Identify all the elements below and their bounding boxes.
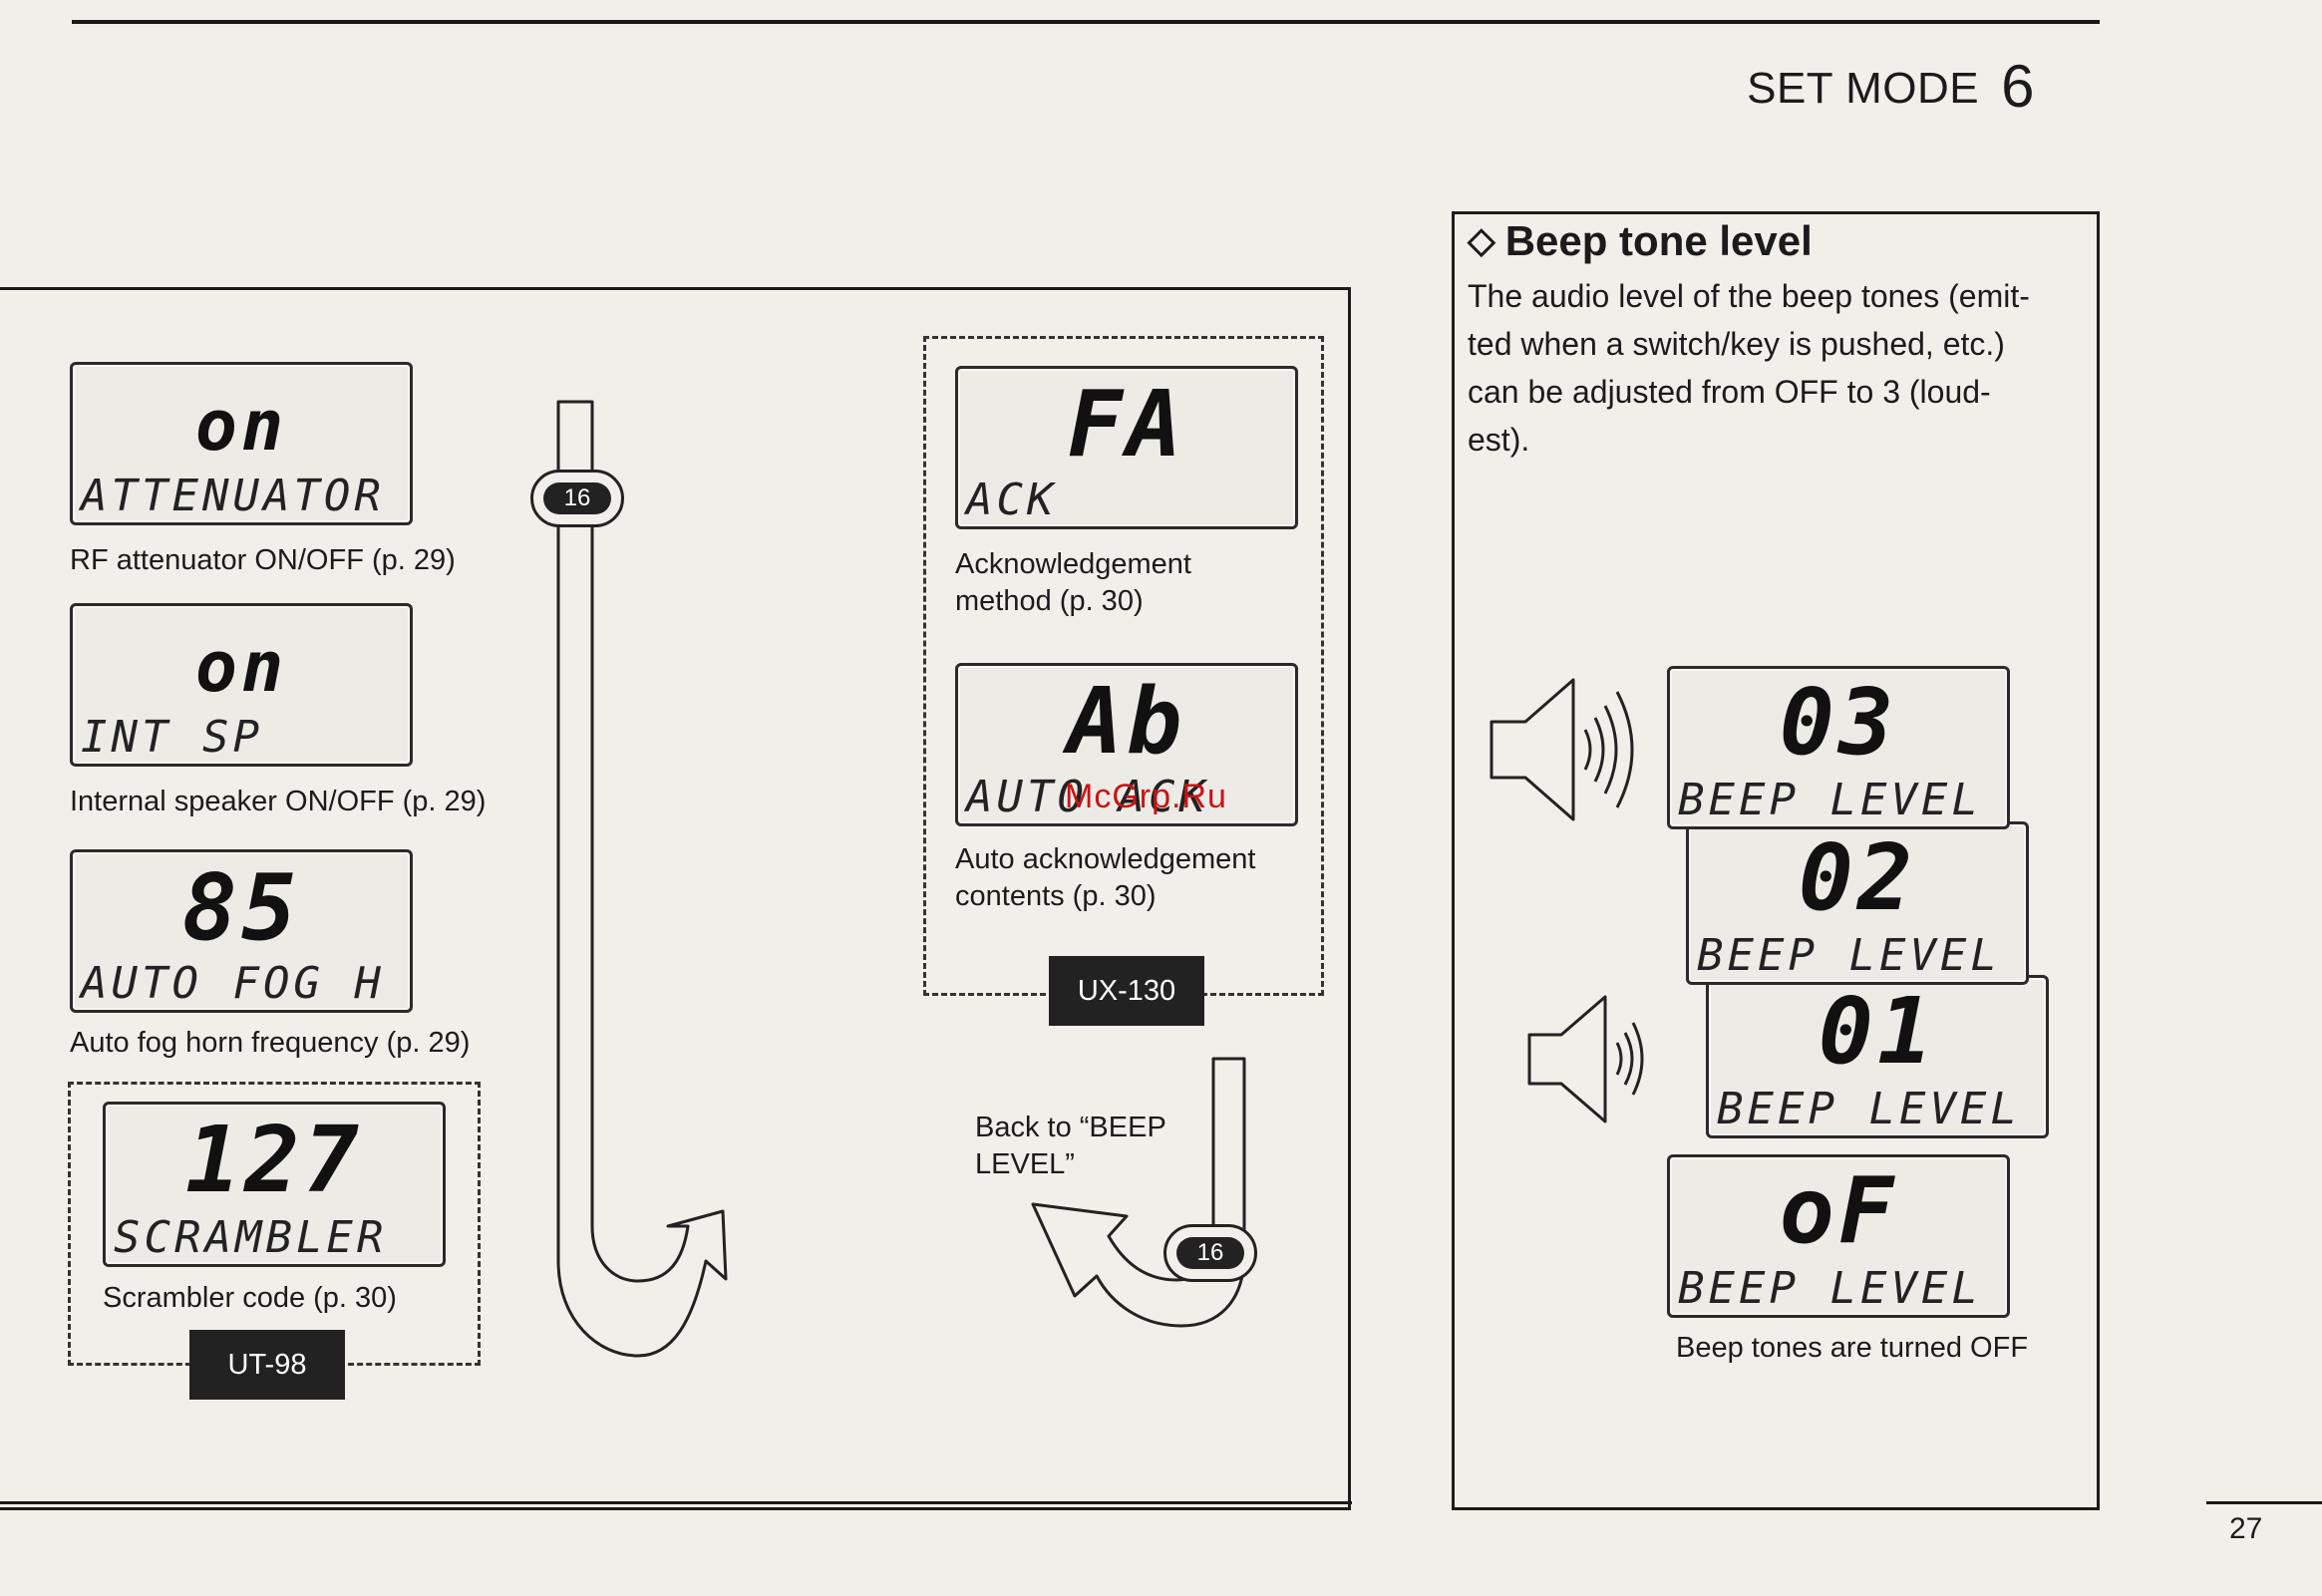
lcd-main-value: 02 <box>1798 824 1917 931</box>
lcd-main-value: oF <box>1779 1157 1898 1264</box>
beep-tone-heading: ◇Beep tone level <box>1468 217 1813 265</box>
caption-auto-ack-line2: contents (p. 30) <box>955 880 1157 912</box>
lcd-sub-label: AUTO ACK <box>966 772 1209 822</box>
lcd-main-value: 127 <box>184 1107 364 1213</box>
bottom-rule <box>0 1501 1352 1504</box>
lcd-beep-level-03: 03 BEEP LEVEL <box>1667 666 2010 829</box>
page-header: SET MODE 6 <box>1747 52 2035 121</box>
back-note-line2: LEVEL” <box>975 1148 1075 1180</box>
lcd-display-attenuator: on ATTENUATOR <box>70 362 413 525</box>
lcd-sub-label: INT SP <box>81 712 263 763</box>
beep-desc-line1: The audio level of the beep tones (emit- <box>1468 278 2030 314</box>
lcd-display-int-sp: on INT SP <box>70 603 413 767</box>
beep-desc-line4: est). <box>1468 422 1530 458</box>
lcd-main-value: 85 <box>181 854 301 961</box>
caption-auto-ack-line1: Auto acknowledgement <box>955 843 1256 875</box>
flow-arrow-left <box>556 400 728 1358</box>
speaker-loud-icon <box>1490 678 1634 821</box>
lcd-main-value: 01 <box>1818 978 1937 1085</box>
bottom-right-rule <box>2206 1501 2322 1504</box>
lcd-sub-label: AUTO FOG H <box>81 958 385 1009</box>
chapter-number: 6 <box>2001 53 2035 120</box>
beep-tone-frame <box>1452 211 2100 1510</box>
lcd-main-value: 03 <box>1779 669 1898 776</box>
lcd-beep-level-off: oF BEEP LEVEL <box>1667 1154 2010 1318</box>
speaker-soft-icon <box>1527 995 1644 1123</box>
lcd-display-scrambler: 127 SCRAMBLER <box>103 1102 446 1267</box>
lcd-display-auto-ack: Ab AUTO ACK <box>955 663 1298 826</box>
top-rule <box>72 20 2100 24</box>
lcd-display-ack: FA ACK <box>955 366 1298 529</box>
lcd-sub-label: BEEP LEVEL <box>1678 775 1982 825</box>
lcd-main-value: on <box>194 385 288 467</box>
beep-off-caption: Beep tones are turned OFF <box>1676 1332 2029 1364</box>
caption-ack-line2: method (p. 30) <box>955 585 1144 617</box>
lcd-beep-level-01: 01 BEEP LEVEL <box>1706 975 2049 1138</box>
caption-scrambler: Scrambler code (p. 30) <box>103 1282 397 1314</box>
ut98-option-tag: UT-98 <box>189 1330 345 1400</box>
channel-16-key[interactable]: 16 <box>530 470 624 527</box>
lcd-sub-label: BEEP LEVEL <box>1678 1263 1982 1314</box>
ux130-option-tag: UX-130 <box>1049 956 1204 1026</box>
watermark: McGrp.Ru <box>1065 778 1227 815</box>
caption-attenuator: RF attenuator ON/OFF (p. 29) <box>70 544 456 576</box>
section-title: SET MODE <box>1747 64 1980 113</box>
key-label: 16 <box>543 482 611 514</box>
page-number: 27 <box>2229 1512 2263 1545</box>
channel-16-key-back[interactable]: 16 <box>1163 1224 1257 1282</box>
lcd-sub-label: BEEP LEVEL <box>1697 930 2001 981</box>
set-mode-flow-frame <box>0 287 1351 1510</box>
caption-fog-horn: Auto fog horn frequency (p. 29) <box>70 1027 471 1059</box>
lcd-main-value: FA <box>1067 371 1186 478</box>
beep-desc-line2: ted when a switch/key is pushed, etc.) <box>1468 326 2005 362</box>
caption-int-sp: Internal speaker ON/OFF (p. 29) <box>70 786 487 817</box>
diamond-icon: ◇ <box>1468 219 1495 260</box>
lcd-sub-label: ATTENUATOR <box>81 471 385 521</box>
lcd-main-value: on <box>194 626 288 708</box>
flow-arrow-back <box>1031 1057 1246 1328</box>
beep-tone-title: Beep tone level <box>1504 217 1813 264</box>
lcd-display-fog-horn: 85 AUTO FOG H <box>70 849 413 1013</box>
beep-desc-line3: can be adjusted from OFF to 3 (loud- <box>1468 374 1991 410</box>
lcd-main-value: Ab <box>1067 668 1186 775</box>
key-label: 16 <box>1176 1237 1244 1269</box>
lcd-sub-label: ACK <box>966 475 1058 525</box>
lcd-sub-label: BEEP LEVEL <box>1717 1084 2021 1134</box>
back-note-line1: Back to “BEEP <box>975 1112 1166 1143</box>
lcd-sub-label: SCRAMBLER <box>114 1212 388 1263</box>
caption-ack-line1: Acknowledgement <box>955 548 1191 580</box>
lcd-beep-level-02: 02 BEEP LEVEL <box>1686 821 2029 985</box>
